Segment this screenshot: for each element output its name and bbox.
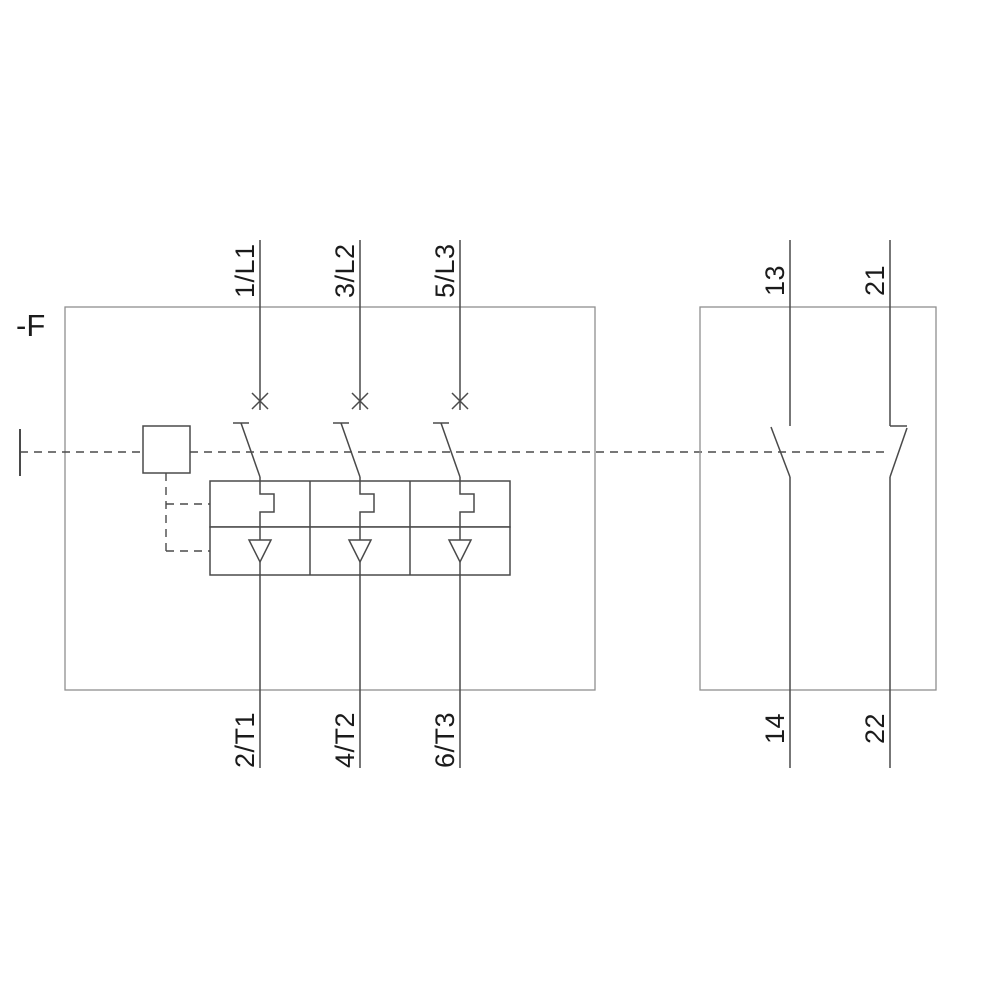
mechanism-box (142, 425, 191, 474)
terminal-label-text: 2/T1 (230, 712, 260, 768)
terminal-label-21: 21 (860, 265, 890, 296)
terminal-label-text: 14 (760, 713, 790, 744)
aux-contact-21-22: 21 22 (860, 240, 908, 768)
contact-blade (240, 422, 261, 478)
terminal-label-text: 13 (760, 265, 790, 296)
breaker-cross-icon (251, 392, 269, 410)
no-contact-blade (770, 426, 791, 478)
terminal-label-text: 5/L3 (430, 243, 460, 298)
breaker-cross-icon (351, 392, 369, 410)
terminal-label-5L3: 5/L3 (430, 243, 460, 298)
contact-blade (340, 422, 361, 478)
terminal-label-22: 22 (860, 713, 890, 744)
terminal-label-6T3: 6/T3 (430, 712, 460, 768)
magnetic-trip-symbol (247, 539, 273, 564)
aux-contact-box: 13 14 21 22 (699, 240, 937, 768)
magnetic-trip-symbol (447, 539, 473, 564)
pole-l3: 5/L3 6/T3 (430, 240, 475, 768)
breaker-cross-icon (451, 392, 469, 410)
terminal-label-text: 6/T3 (430, 712, 460, 768)
aux-contact-13-14: 13 14 (760, 240, 791, 768)
terminal-label-1L1: 1/L1 (230, 243, 260, 298)
main-breaker-box: -F (16, 306, 596, 691)
terminal-label-2T1: 2/T1 (230, 712, 260, 768)
terminal-label-text: 1/L1 (230, 243, 260, 298)
terminal-label-3L2: 3/L2 (330, 243, 360, 298)
main-enclosure-outline (64, 306, 596, 691)
device-designation-label: -F (16, 308, 45, 343)
terminal-label-text: 22 (860, 713, 890, 744)
terminal-label-13: 13 (760, 265, 790, 296)
terminal-label-text: 3/L2 (330, 243, 360, 298)
nc-contact-blade (889, 427, 908, 478)
operating-mechanism (19, 425, 886, 552)
terminal-label-4T2: 4/T2 (330, 712, 360, 768)
pole-l1: 1/L1 2/T1 (230, 240, 275, 768)
thermal-trip-symbol (359, 477, 375, 540)
terminal-label-14: 14 (760, 713, 790, 744)
thermal-trip-symbol (259, 477, 275, 540)
thermal-trip-symbol (459, 477, 475, 540)
terminal-label-text: 4/T2 (330, 712, 360, 768)
magnetic-trip-symbol (347, 539, 373, 564)
pole-l2: 3/L2 4/T2 (330, 240, 375, 768)
contact-blade (440, 422, 461, 478)
terminal-label-text: 21 (860, 265, 890, 296)
aux-enclosure-outline (699, 306, 937, 691)
